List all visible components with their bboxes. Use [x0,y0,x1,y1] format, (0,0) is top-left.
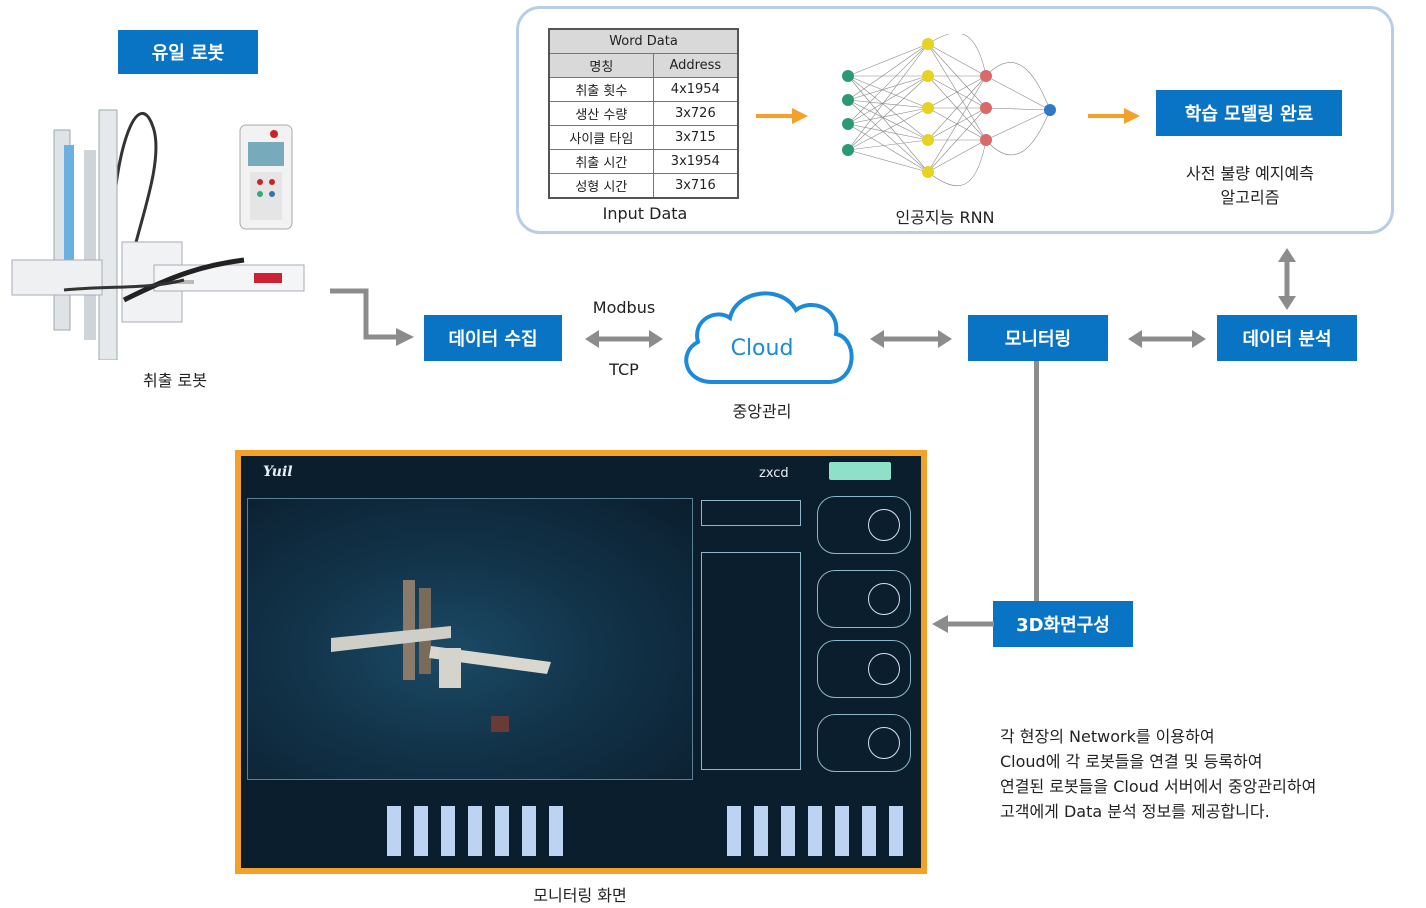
protocol-top: Modbus [592,298,656,317]
table-row: 사이클 타임 3x715 [548,125,739,150]
chart-bar [522,806,536,856]
screen-status-panel [701,500,801,526]
description-line: 각 현장의 Network를 이용하여 [1000,727,1215,746]
chart-bar [781,806,795,856]
table-cell: 성형 시간 [548,173,654,199]
description-text: 각 현장의 Network를 이용하여 Cloud에 각 로봇들을 연결 및 등… [1000,724,1316,824]
monitoring-screen-frame: Yuil zxcd [235,450,927,874]
cloud-caption: 중앙관리 [732,402,792,421]
chart-bar [889,806,903,856]
arrow-robot-to-collect [330,288,414,346]
chart-bar [414,806,428,856]
rnn-caption: 인공지능 RNN [895,208,995,227]
table-row: 성형 시간 3x716 [548,173,739,199]
table-cell: 취출 시간 [548,149,654,174]
connector-monitoring-3d [1034,361,1039,601]
table-cell: 3x726 [652,101,739,126]
result-caption-line1: 사전 불량 예지예측 [1186,164,1314,183]
screen-gauge [817,570,911,628]
chart-bar [862,806,876,856]
monitoring-screen: Yuil zxcd [241,456,921,868]
result-box: 학습 모델링 완료 [1156,90,1342,136]
screen-gauge [817,714,911,772]
chart-bar [387,806,401,856]
protocol-bottom: TCP [609,360,639,379]
table-cell: 3x716 [652,173,739,199]
table-row: 생산 수량 3x726 [548,101,739,126]
robot-illustration [11,109,305,360]
data-analysis-label: 데이터 분석 [1242,329,1332,350]
description-line: Cloud에 각 로봇들을 연결 및 등록하여 [1000,752,1263,771]
brand-label-box: 유일 로봇 [118,30,258,74]
table-cell: 3x1954 [652,149,739,174]
arrow-3d-to-screen [932,615,994,633]
cloud-icon [684,291,854,384]
table-header: Address [652,53,739,78]
result-caption-line2: 알고리즘 [1220,188,1280,207]
monitoring-label: 모니터링 [1004,329,1072,350]
data-analysis-box: 데이터 분석 [1217,315,1357,361]
arrow-monitoring-analysis [1128,330,1206,348]
monitoring-box: 모니터링 [968,315,1108,361]
chart-bar [468,806,482,856]
table-title: Word Data [548,28,739,54]
chart-bar [727,806,741,856]
input-caption: Input Data [602,204,688,223]
screen-title: zxcd [759,466,789,481]
arrow-collect-cloud [585,330,663,348]
description-line: 고객에게 Data 분석 정보를 제공합니다. [1000,802,1270,821]
word-data-table: Word Data 명칭 Address 취출 횟수 4x1954 생산 수량 … [548,28,739,199]
table-cell: 취출 횟수 [548,77,654,102]
cloud-label: Cloud [730,336,794,361]
chart-bar [549,806,563,856]
chart-bar [754,806,768,856]
arrow-rnn-result [1088,108,1140,124]
brand-label: 유일 로봇 [151,43,225,64]
table-cell: 3x715 [652,125,739,150]
screen-logo: Yuil [263,464,293,480]
arrow-cloud-monitoring [870,330,952,348]
screen-3d-view [247,498,693,780]
arrow-input-rnn [756,108,808,124]
screen-build-label: 3D화면구성 [1016,615,1110,636]
screen-status-button[interactable] [829,462,891,480]
table-header: 명칭 [548,53,654,78]
data-collect-box: 데이터 수집 [424,315,562,361]
result-label: 학습 모델링 완료 [1184,104,1314,125]
robot-3d-model [331,580,551,732]
monitor-caption: 모니터링 화면 [533,886,627,905]
description-line: 연결된 로봇들을 Cloud 서버에서 중앙관리하여 [1000,777,1317,796]
chart-bar [441,806,455,856]
table-row: 취출 시간 3x1954 [548,149,739,174]
robot-caption: 취출 로봇 [143,371,207,390]
screen-gauge [817,640,911,698]
screen-gauge [817,496,911,554]
table-cell: 생산 수량 [548,101,654,126]
data-collect-label: 데이터 수집 [448,329,538,350]
table-cell: 사이클 타임 [548,125,654,150]
table-row: 취출 횟수 4x1954 [548,77,739,102]
rnn-network-diagram [842,34,1056,187]
screen-build-box: 3D화면구성 [993,601,1133,647]
chart-bar [835,806,849,856]
arrow-analysis-panel [1278,248,1296,310]
screen-data-panel [701,552,801,770]
table-cell: 4x1954 [652,77,739,102]
chart-bar [495,806,509,856]
chart-bar [808,806,822,856]
